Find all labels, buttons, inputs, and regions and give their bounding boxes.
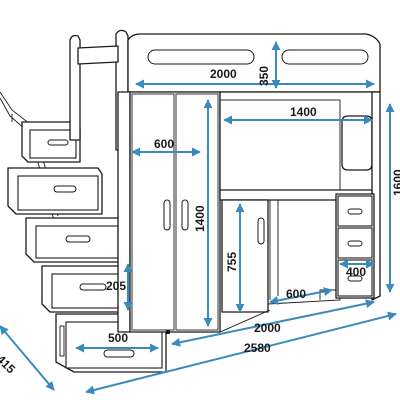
- stair-step-2-drawer: [17, 175, 99, 211]
- bed-top-slot-right: [281, 49, 369, 65]
- label-wardrobe-depth: 600: [154, 137, 174, 151]
- label-drawer-height: 400: [346, 265, 366, 279]
- stair-step-3-handle: [65, 235, 91, 243]
- side-shelf-window: [341, 115, 373, 171]
- wardrobe-handle-right: [181, 199, 189, 231]
- label-right-height: 1600: [391, 169, 400, 196]
- dim-line-stairs-width: [0, 325, 55, 391]
- stair-step-2-handle: [53, 185, 77, 193]
- wardrobe-handle-left: [163, 199, 171, 231]
- desk-leg-inner: [269, 200, 279, 300]
- guard-rail-left: [77, 45, 119, 65]
- dimension-labels: 350 2000 1400 600 1400 1600 755 205 400 …: [0, 66, 400, 377]
- loft-frame: [69, 29, 381, 334]
- bed-top-panel: [127, 33, 381, 93]
- label-stairs-width: 415: [0, 352, 18, 376]
- drawer-3-handle: [347, 275, 363, 282]
- stair-step-4-handle: [79, 283, 107, 291]
- label-step-depth: 500: [108, 331, 128, 345]
- label-wardrobe-height: 1400: [193, 205, 207, 232]
- base-foot-left: [166, 330, 170, 334]
- label-total-length: 2580: [244, 341, 271, 355]
- dimension-lines: [0, 41, 397, 395]
- drawer-1-handle: [347, 208, 363, 215]
- label-ladder-rail-height: 350: [257, 66, 271, 86]
- label-step-height: 205: [106, 279, 126, 293]
- label-bed-length: 2000: [210, 67, 237, 81]
- stair-step-5-handle: [103, 349, 135, 358]
- dim-line-total-length: [85, 311, 397, 395]
- label-desk-depth: 600: [286, 287, 306, 301]
- label-desk-width: 1400: [290, 105, 317, 119]
- drawer-1: [337, 195, 373, 227]
- label-desk-height: 755: [225, 252, 239, 272]
- stair-step-1-handle: [47, 139, 69, 146]
- label-base-length: 2000: [254, 321, 281, 335]
- desk-cabinet-handle: [257, 217, 265, 245]
- drawer-2-handle: [347, 240, 363, 247]
- stair-step-5-inner: [59, 325, 65, 357]
- bed-top-slot-left: [147, 49, 255, 65]
